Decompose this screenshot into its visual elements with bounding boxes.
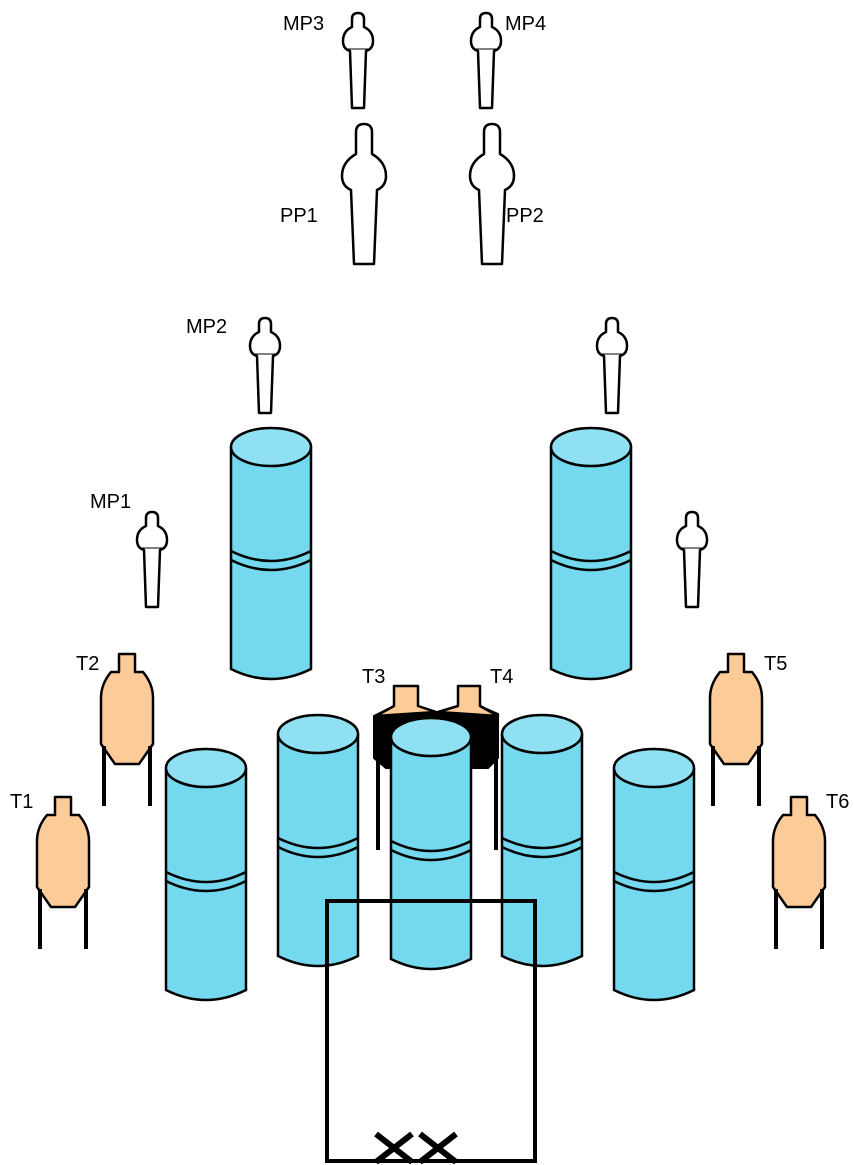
label-mp3: MP3 <box>283 13 324 35</box>
target-t6 <box>771 795 827 951</box>
barrel-stack-front-3 <box>389 716 473 971</box>
label-mp4: MP4 <box>505 13 546 35</box>
barrel-stack-front-1 <box>164 747 248 1002</box>
shooting-box <box>325 899 537 1163</box>
label-pp2: PP2 <box>506 205 544 227</box>
start-position-x-icon <box>374 1131 458 1165</box>
barrel-stack-back-right <box>549 426 633 681</box>
mini-popper-mp2 <box>248 316 282 415</box>
barrel-stack-front-2 <box>276 713 360 968</box>
mini-popper-right-lower <box>675 510 709 609</box>
label-t3: T3 <box>362 666 385 688</box>
label-mp2: MP2 <box>186 316 227 338</box>
barrel-stack-front-5 <box>612 747 696 1002</box>
mini-popper-mp3 <box>341 11 375 110</box>
mini-popper-mp1 <box>135 510 169 609</box>
label-t2: T2 <box>76 653 99 675</box>
target-t1 <box>35 795 91 951</box>
label-mp1: MP1 <box>90 491 131 513</box>
mini-popper-right-upper <box>595 316 629 415</box>
target-t5 <box>708 652 764 808</box>
label-t4: T4 <box>490 666 513 688</box>
label-t6: T6 <box>826 791 849 813</box>
popper-pp1 <box>340 122 388 266</box>
mini-popper-mp4 <box>469 11 503 110</box>
label-pp1: PP1 <box>280 205 318 227</box>
label-t1: T1 <box>10 791 33 813</box>
popper-pp2 <box>468 122 516 266</box>
label-t5: T5 <box>764 653 787 675</box>
target-t2 <box>99 652 155 808</box>
barrel-stack-back-left <box>229 426 313 681</box>
barrel-stack-front-4 <box>500 713 584 968</box>
